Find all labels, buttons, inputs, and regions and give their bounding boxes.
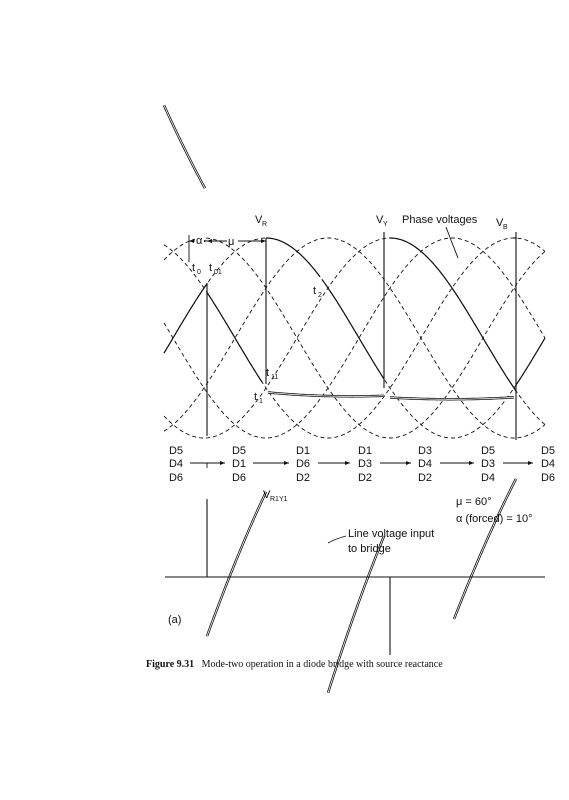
alpha-mu-dimension: α μ <box>188 232 266 262</box>
t1-subscript: 1 <box>259 398 263 405</box>
alpha-value-label: α (forced) = 10° <box>456 513 532 525</box>
diode-label-4-1: D1 <box>358 445 372 457</box>
mu-left-arrow <box>207 239 212 243</box>
phase-voltages-label: Phase voltages <box>402 214 478 226</box>
diode-label-7-1: D5 <box>541 445 555 457</box>
v-y-subscript: Y <box>383 221 388 228</box>
t1-label: t <box>254 391 257 403</box>
phase-b-inverse-dashed <box>163 237 546 439</box>
mu-label: μ <box>228 236 234 248</box>
negative-envelope-segment-2 <box>321 279 385 380</box>
phase-envelope-segment-3 <box>390 237 438 269</box>
diode-label-5-2: D4 <box>418 458 432 470</box>
phase-y-inverse-dashed <box>163 237 546 439</box>
v-b-subscript: B <box>503 224 508 231</box>
negative-envelope-segment-1 <box>206 292 263 383</box>
t11-label: t <box>266 367 269 379</box>
v-r1y1-label: V <box>263 489 271 501</box>
v-b-label: V <box>496 217 504 229</box>
diode-label-2-3: D6 <box>232 472 246 484</box>
diode-label-6-3: D4 <box>481 472 495 484</box>
negative-envelope-segment-3 <box>436 267 517 392</box>
alpha-left-arrow <box>189 239 194 243</box>
panel-label: (a) <box>168 614 181 626</box>
t2-subscript: 2 <box>318 292 322 299</box>
phase-envelope-segment-1 <box>163 283 208 354</box>
diode-label-4-3: D2 <box>358 472 372 484</box>
phase-voltages-leader <box>445 226 459 259</box>
diode-label-4-2: D3 <box>358 458 372 470</box>
v-r1y1-subscript: R1Y1 <box>270 496 288 503</box>
diode-label-7-3: D6 <box>541 472 555 484</box>
diode-label-6-2: D3 <box>481 458 495 470</box>
figure-number: Figure 9.31 <box>146 659 194 670</box>
diode-label-3-1: D1 <box>296 445 310 457</box>
diode-label-5-3: D2 <box>418 472 432 484</box>
line-voltage-leader <box>327 535 347 544</box>
diode-conduction-table: D5D4D6D5D1D6D1D6D2D1D3D2D3D4D2D5D3D4D5D4… <box>169 445 555 484</box>
phase-envelope-segment-2 <box>266 237 321 278</box>
t2-label: t <box>313 285 316 297</box>
upper-commutation-wave-1 <box>205 491 268 637</box>
t0-label: t <box>192 262 195 274</box>
caption-text: Mode-two operation in a diode bridge wit… <box>202 659 444 670</box>
figure-caption: Figure 9.31 Mode-two operation in a diod… <box>146 654 443 671</box>
diode-label-3-3: D2 <box>296 472 310 484</box>
t01-subscript: 01 <box>214 269 222 276</box>
diode-label-2-2: D1 <box>232 458 246 470</box>
v-r-label: V <box>255 214 263 226</box>
phase-b-voltage-dashed <box>163 237 546 439</box>
line-voltage-panel: V R1Y1 Line voltage input to bridge μ = … <box>165 489 545 655</box>
t0-subscript: 0 <box>197 269 201 276</box>
diode-label-3-2: D6 <box>296 458 310 470</box>
phase-envelope-segment-5 <box>515 337 546 386</box>
v-r-subscript: R <box>262 221 267 228</box>
diode-label-1-2: D4 <box>169 458 183 470</box>
phase-r-inverse-dashed <box>163 237 546 439</box>
t11-subscript: 11 <box>271 374 278 381</box>
phase-labels: V R V Y Phase voltages V B <box>255 214 508 259</box>
mu-right-arrow <box>261 239 266 243</box>
diode-label-2-1: D5 <box>232 445 246 457</box>
mu-value-label: μ = 60° <box>456 496 492 508</box>
diode-label-1-3: D6 <box>169 472 183 484</box>
time-labels: t 0 t 01 t 2 t 11 t 1 <box>192 262 322 405</box>
line-voltage-note-2: to bridge <box>348 543 391 555</box>
diode-label-7-2: D4 <box>541 458 555 470</box>
line-voltage-waveform <box>206 499 391 655</box>
alpha-label: α <box>196 235 203 247</box>
diode-label-1-1: D5 <box>169 445 183 457</box>
diode-label-6-1: D5 <box>481 445 495 457</box>
line-voltage-note-1: Line voltage input <box>348 528 434 540</box>
v-y-label: V <box>376 214 384 226</box>
diode-label-5-1: D3 <box>418 445 432 457</box>
phase-y-voltage-dashed <box>163 237 546 439</box>
lower-commutation-wave-1 <box>162 104 207 189</box>
t01-label: t <box>209 262 212 274</box>
phase-voltage-waveforms <box>162 104 546 694</box>
phase-r-voltage-dashed <box>163 237 546 439</box>
